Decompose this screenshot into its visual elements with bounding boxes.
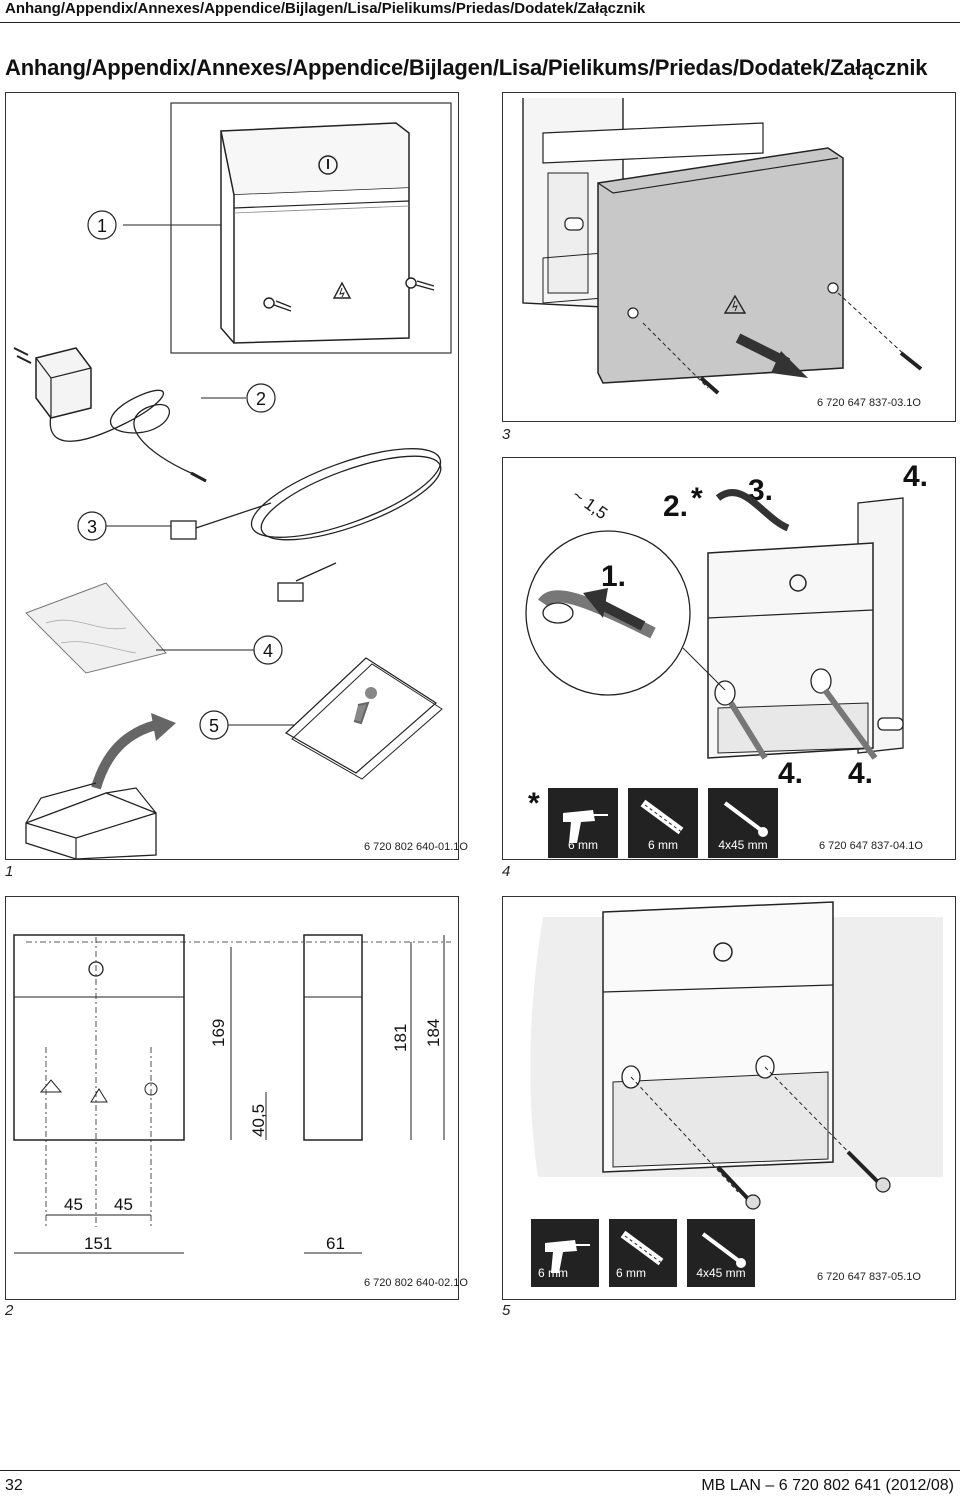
figure-2-code: 6 720 802 640-02.1O (364, 1277, 468, 1289)
footer-rule (0, 1470, 960, 1471)
callout-3: 3 (77, 511, 171, 541)
figure-3-panel: 6 720 647 837-03.1O (502, 92, 956, 422)
arrow-icon (91, 713, 176, 790)
lock-icon (789, 574, 807, 592)
figure-4-drawing: ~ 1,5 2. * 3. 4. 1. (525, 460, 928, 858)
step-2-star: * (691, 482, 703, 515)
callout-5-label: 5 (209, 716, 219, 736)
figure-3-code: 6 720 647 837-03.1O (817, 397, 921, 409)
step-4-label-top: 4. (903, 460, 928, 493)
dim-45-right: 45 (114, 1195, 133, 1214)
screw-right-icon (405, 277, 435, 291)
callout-4-label: 4 (263, 641, 273, 661)
figure-5-number: 5 (502, 1302, 511, 1319)
header-rule (0, 22, 960, 23)
dim-lines (14, 935, 445, 1254)
figure-4-code: 6 720 647 837-04.1O (819, 840, 923, 852)
figure-1-drawing: 1 2 3 (13, 102, 452, 859)
lan-cable-icon (170, 448, 442, 602)
step-4-label-left: 4. (778, 757, 803, 790)
dim-181: 181 (391, 1024, 410, 1052)
page-title: Anhang/Appendix/Annexes/Appendice/Bijlag… (5, 55, 928, 80)
inset-frame (170, 102, 452, 354)
wall-plug-icon: 6 mm (628, 788, 698, 858)
figure-2-drawing: 169 40,5 181 184 45 45 151 61 (13, 934, 451, 1254)
controller-base (707, 542, 904, 759)
page-number: 32 (5, 1477, 23, 1494)
step-2-label: 2. (663, 490, 688, 523)
lock-icon (318, 155, 338, 175)
dim-61: 61 (326, 1234, 345, 1253)
bend-arrow-icon (715, 489, 790, 532)
screw-left-icon (642, 322, 720, 395)
callout-1: 1 (87, 210, 221, 240)
screw-size-label: 4x45 mm (718, 838, 767, 852)
front-cover (597, 147, 844, 384)
drill-icon: 6 mm (531, 1219, 599, 1287)
controller-housing (220, 122, 410, 344)
dim-184: 184 (424, 1019, 443, 1047)
callout-2: 2 (201, 383, 276, 413)
dim-151: 151 (84, 1234, 112, 1253)
figure-1-number: 1 (5, 863, 14, 880)
power-adapter-icon (13, 347, 207, 483)
drill-icon: 6 mm (548, 788, 618, 858)
figure-4-number: 4 (502, 863, 511, 880)
warning-triangle-icon (723, 294, 747, 314)
figure-1-panel: 1 2 3 (5, 92, 468, 860)
figure-1-code: 6 720 802 640-01.1O (364, 841, 468, 853)
figure-3-drawing (522, 98, 923, 395)
side-view-outline (303, 934, 363, 1141)
warning-triangle-icon (332, 281, 352, 299)
drill-size-label: 6 mm (538, 1266, 568, 1280)
box-icon (25, 782, 157, 859)
dim-169: 169 (209, 1019, 228, 1047)
rod-pair-icon (728, 688, 878, 760)
callout-5: 5 (199, 710, 296, 740)
dim-40-5: 40,5 (249, 1104, 268, 1137)
asterisk-label: * (528, 787, 540, 820)
callout-2-label: 2 (256, 389, 266, 409)
figure-4-panel: ~ 1,5 2. * 3. 4. 1. (502, 457, 956, 860)
screwdriver-zoom (525, 530, 726, 696)
figure-3-number: 3 (502, 426, 511, 443)
wall-plug-icon: 6 mm (609, 1219, 677, 1287)
approx-label: ~ 1,5 (569, 486, 611, 524)
screw-size-label: 4x45 mm (696, 1266, 745, 1280)
info-icon (284, 657, 443, 780)
screw-icon: 4x45 mm (687, 1219, 755, 1287)
lock-icon (713, 942, 733, 962)
screw-icon: 4x45 mm (708, 788, 778, 858)
front-view-outline (13, 934, 185, 1141)
document-reference: MB LAN – 6 720 802 641 (2012/08) (701, 1477, 954, 1494)
figure-2-panel: 169 40,5 181 184 45 45 151 61 6 720 802 … (5, 896, 468, 1300)
callout-3-label: 3 (87, 517, 97, 537)
drill-size-label: 6 mm (568, 838, 598, 852)
screw-right-icon (837, 292, 923, 371)
figure-5-code: 6 720 647 837-05.1O (817, 1271, 921, 1283)
figure-5-drawing: 6 mm 6 mm 4x45 mm (530, 901, 943, 1287)
figure-2-number: 2 (5, 1302, 14, 1319)
screw-left-icon (630, 1076, 761, 1210)
step-4-label-right: 4. (848, 757, 873, 790)
screw-right-icon (764, 1066, 891, 1193)
running-header: Anhang/Appendix/Annexes/Appendice/Bijlag… (5, 0, 646, 17)
step-1-label: 1. (601, 560, 626, 593)
dim-45-left: 45 (64, 1195, 83, 1214)
screw-left-icon (263, 297, 292, 312)
figure-5-panel: 6 mm 6 mm 4x45 mm 6 720 647 837-05.1O (502, 896, 956, 1300)
callout-1-label: 1 (97, 216, 107, 236)
plug-size-label: 6 mm (648, 838, 678, 852)
plug-size-label: 6 mm (616, 1266, 646, 1280)
center-lines (26, 937, 451, 1227)
arrow-icon (735, 333, 808, 378)
callout-4: 4 (156, 635, 283, 665)
controller-base (602, 901, 834, 1173)
plastic-bag-icon (25, 582, 167, 674)
